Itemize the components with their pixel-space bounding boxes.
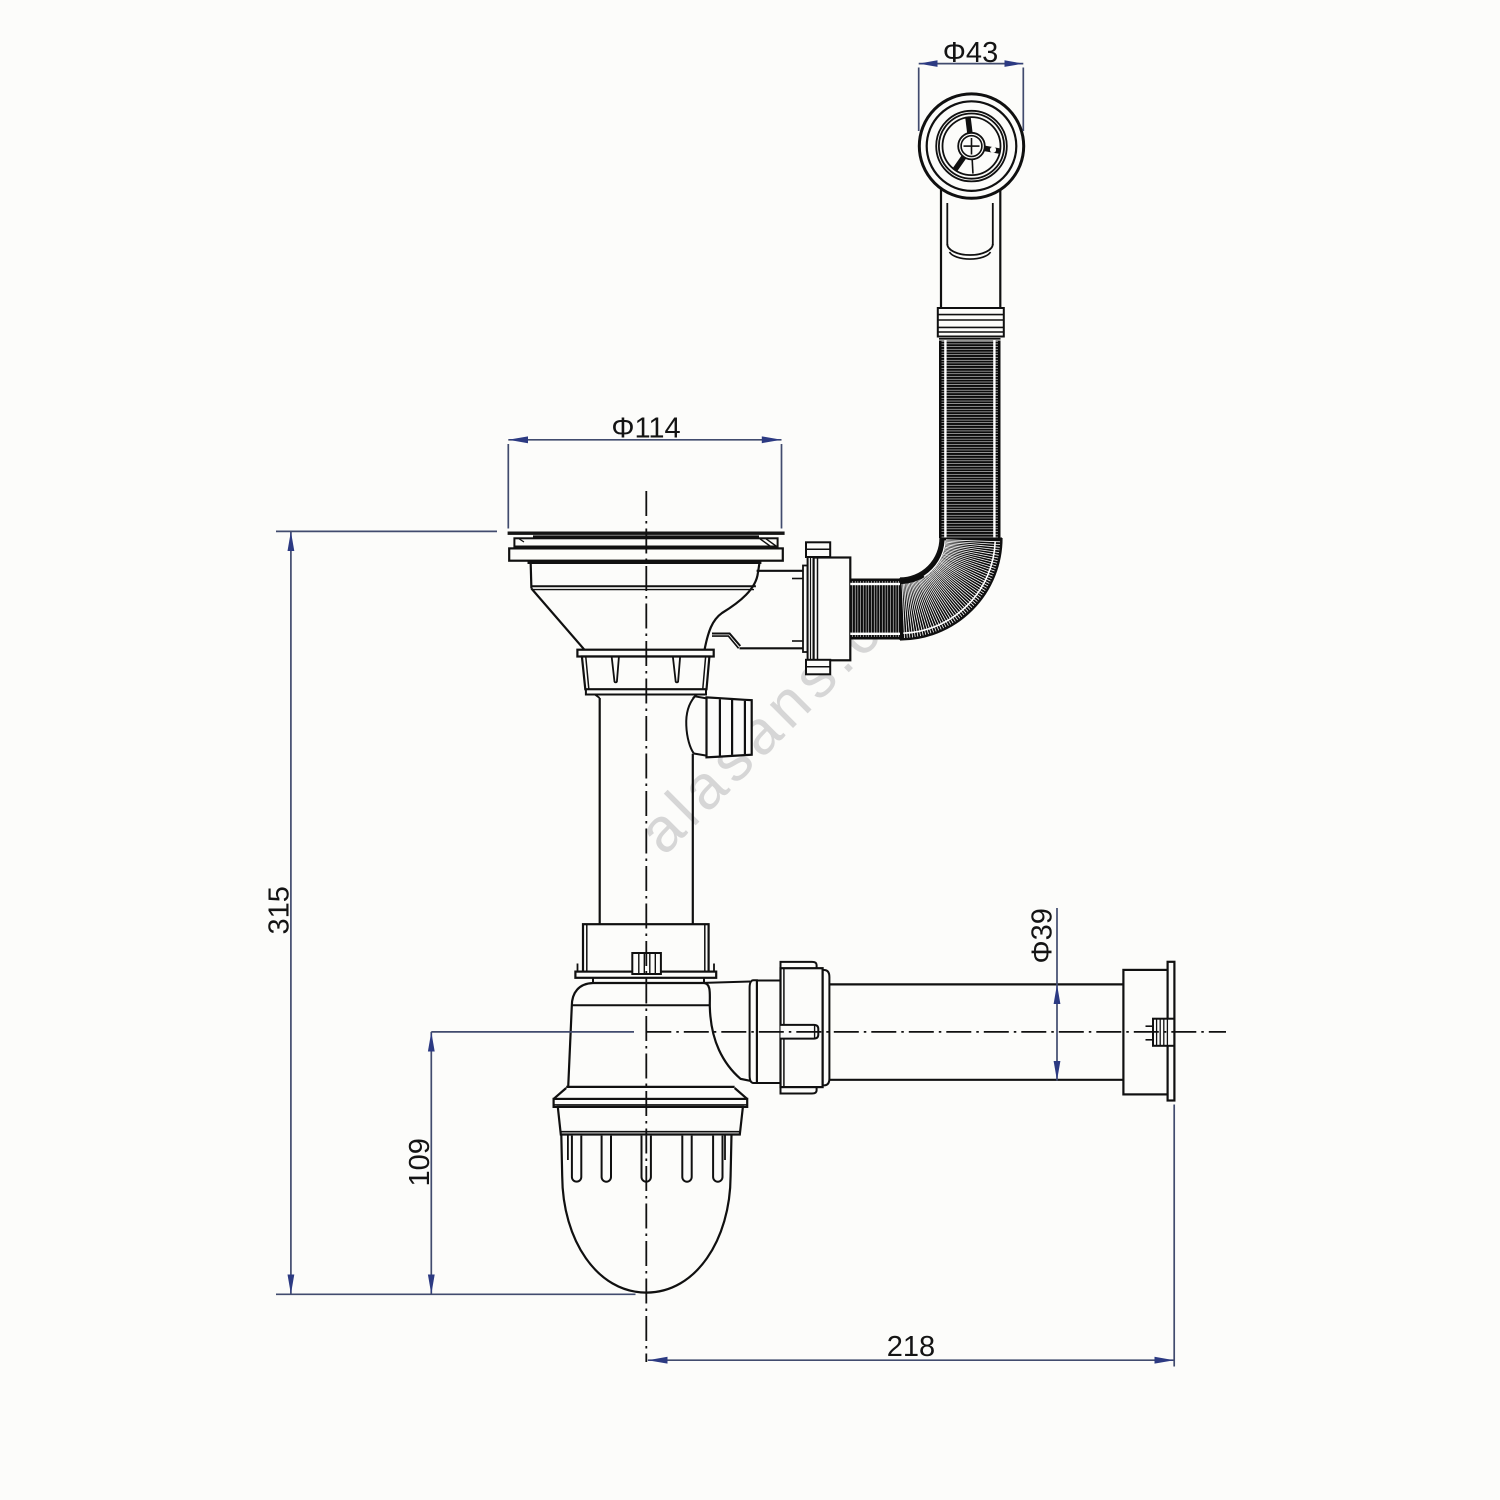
svg-text:315: 315 — [264, 886, 296, 934]
svg-text:218: 218 — [887, 1331, 935, 1363]
svg-text:Φ39: Φ39 — [1027, 908, 1059, 963]
svg-text:Φ43: Φ43 — [943, 37, 998, 69]
svg-text:Φ114: Φ114 — [611, 413, 680, 445]
svg-text:109: 109 — [404, 1138, 436, 1186]
